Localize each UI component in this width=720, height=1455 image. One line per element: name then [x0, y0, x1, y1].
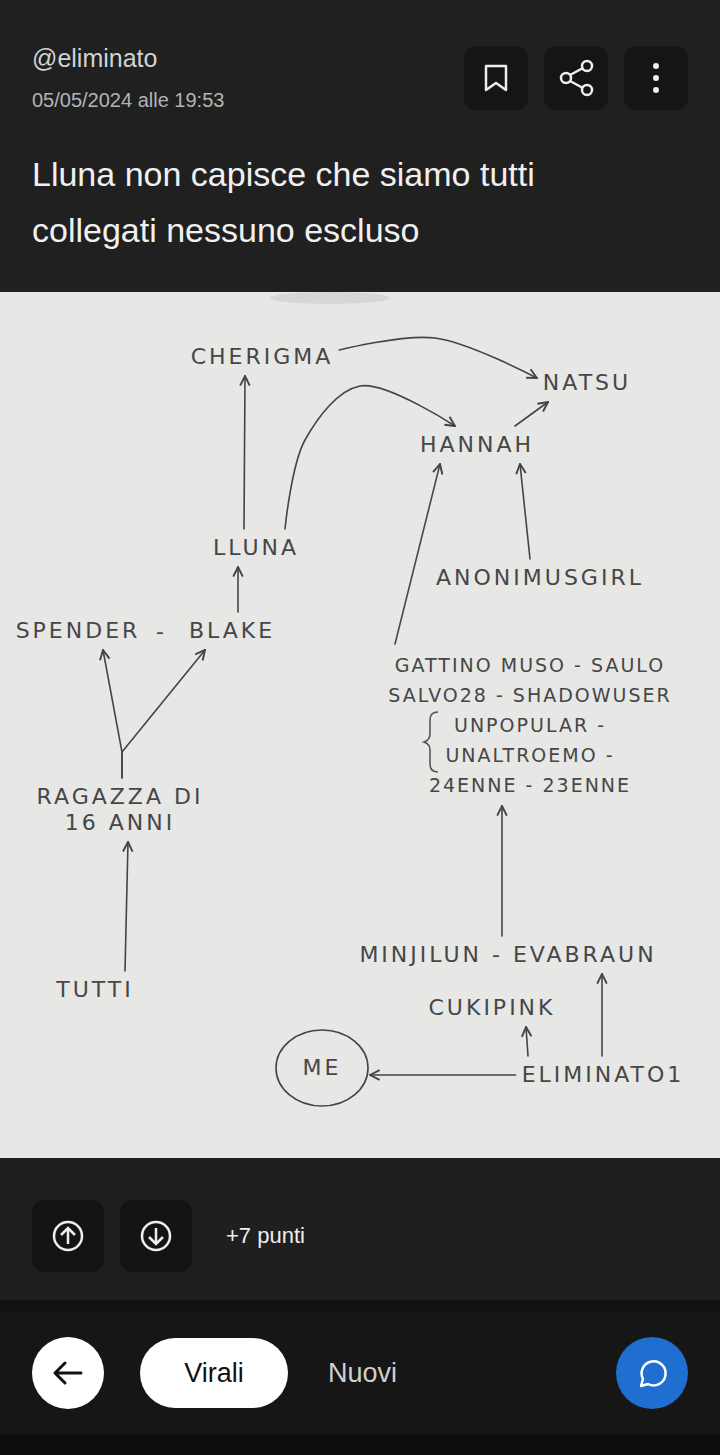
downvote-button: [120, 1200, 192, 1272]
node-text: SPENDER: [16, 618, 141, 644]
node-text: HANNAH: [420, 432, 534, 458]
handwritten-name: ELIMINATO1: [516, 1056, 691, 1094]
tab-label: Nuovi: [328, 1358, 397, 1389]
post-title: Lluna non capisce che siamo tutti colleg…: [32, 146, 652, 258]
arrow-connector: [526, 1027, 528, 1056]
node-text: ME: [303, 1055, 342, 1081]
back-button: [32, 1337, 104, 1409]
node-text: ELIMINATO1: [522, 1062, 685, 1088]
handwritten-name: ANONIMUSGIRL: [430, 559, 650, 597]
bookmark-button: [464, 46, 528, 110]
handwritten-name: SPENDER: [10, 612, 147, 650]
node-text: CHERIGMA: [191, 344, 334, 370]
arrow-connector: [601, 974, 603, 1056]
arrow-connector: [244, 376, 245, 529]
arrow-connector: [237, 567, 239, 612]
handwritten-name: BLAKE: [183, 612, 281, 650]
node-text: UNPOPULAR -: [388, 710, 672, 740]
handwritten-name: CHERIGMA: [185, 338, 340, 376]
handwritten-name: TUTTI: [50, 971, 140, 1009]
hand-dash: -: [156, 619, 164, 644]
post-date: 05/05/2024 alle 19:53: [32, 89, 224, 112]
node-text: BLAKE: [189, 618, 275, 644]
handwritten-name: HANNAH: [414, 426, 540, 464]
paper-photo: [0, 292, 720, 1158]
downvote-icon: [142, 1222, 170, 1250]
upvote-arrow: [61, 1228, 75, 1244]
node-text: GATTINO MUSO - SAULO: [388, 650, 672, 680]
upvote-button: [32, 1200, 104, 1272]
node-text: NATSU: [543, 370, 631, 396]
separator: [0, 1300, 720, 1313]
node-text: MINJILUN - EVABRAUN: [359, 942, 656, 968]
handwritten-name: NATSU: [537, 364, 637, 402]
hand-brace: [424, 712, 438, 772]
node-text: 24ENNE - 23ENNE: [388, 770, 672, 800]
active-tab-pill: [140, 1338, 288, 1408]
menu-button: [624, 46, 688, 110]
node-text: TUTTI: [56, 977, 134, 1003]
node-text: LLUNA: [213, 535, 299, 561]
score: +7 punti: [226, 1223, 305, 1249]
tab-label: Virali: [184, 1358, 244, 1389]
share-button: [544, 46, 608, 110]
handwritten-name: CUKIPINK: [422, 989, 561, 1027]
handwritten-name: LLUNA: [207, 529, 305, 567]
vote-bar: [0, 1158, 720, 1300]
arrow-connector: [515, 402, 548, 426]
node-text: RAGAZZA DI 16 ANNI: [31, 784, 209, 836]
arrow-connector: [122, 650, 205, 778]
node-text: UNALTROEMO -: [388, 740, 672, 770]
arrow-connector: [501, 806, 503, 936]
system-bar: [0, 1435, 720, 1455]
upvote-icon: [54, 1222, 82, 1250]
share-icon: [561, 61, 592, 95]
handwritten-name: GATTINO MUSO - SAULOSALVO28 - SHADOWUSER…: [382, 644, 678, 806]
arrow-connector: [370, 1074, 516, 1076]
arrow-connector: [125, 842, 128, 971]
downvote-arrow: [149, 1228, 163, 1244]
chat-icon: [641, 1361, 666, 1386]
node-text: SALVO28 - SHADOWUSER: [388, 680, 672, 710]
username: @eliminato: [32, 44, 157, 73]
node-text: ANONIMUSGIRL: [436, 565, 644, 591]
chat-button: [616, 1337, 688, 1409]
circle-outline-path: [276, 1030, 368, 1106]
handwritten-name: RAGAZZA DI 16 ANNI: [25, 778, 215, 842]
bookmark-icon: [486, 66, 506, 90]
node-text: CUKIPINK: [428, 995, 555, 1021]
back-arrow: [55, 1363, 81, 1383]
arrow-connector: [395, 464, 440, 644]
arrow-connector: [103, 650, 122, 778]
circled-node: ME: [274, 1028, 370, 1108]
handwritten-name: MINJILUN - EVABRAUN: [353, 936, 662, 974]
arrow-connector: [339, 337, 537, 378]
menu-icon: [653, 63, 659, 93]
paper-shadow: [270, 292, 390, 304]
arrow-connector: [520, 464, 530, 559]
